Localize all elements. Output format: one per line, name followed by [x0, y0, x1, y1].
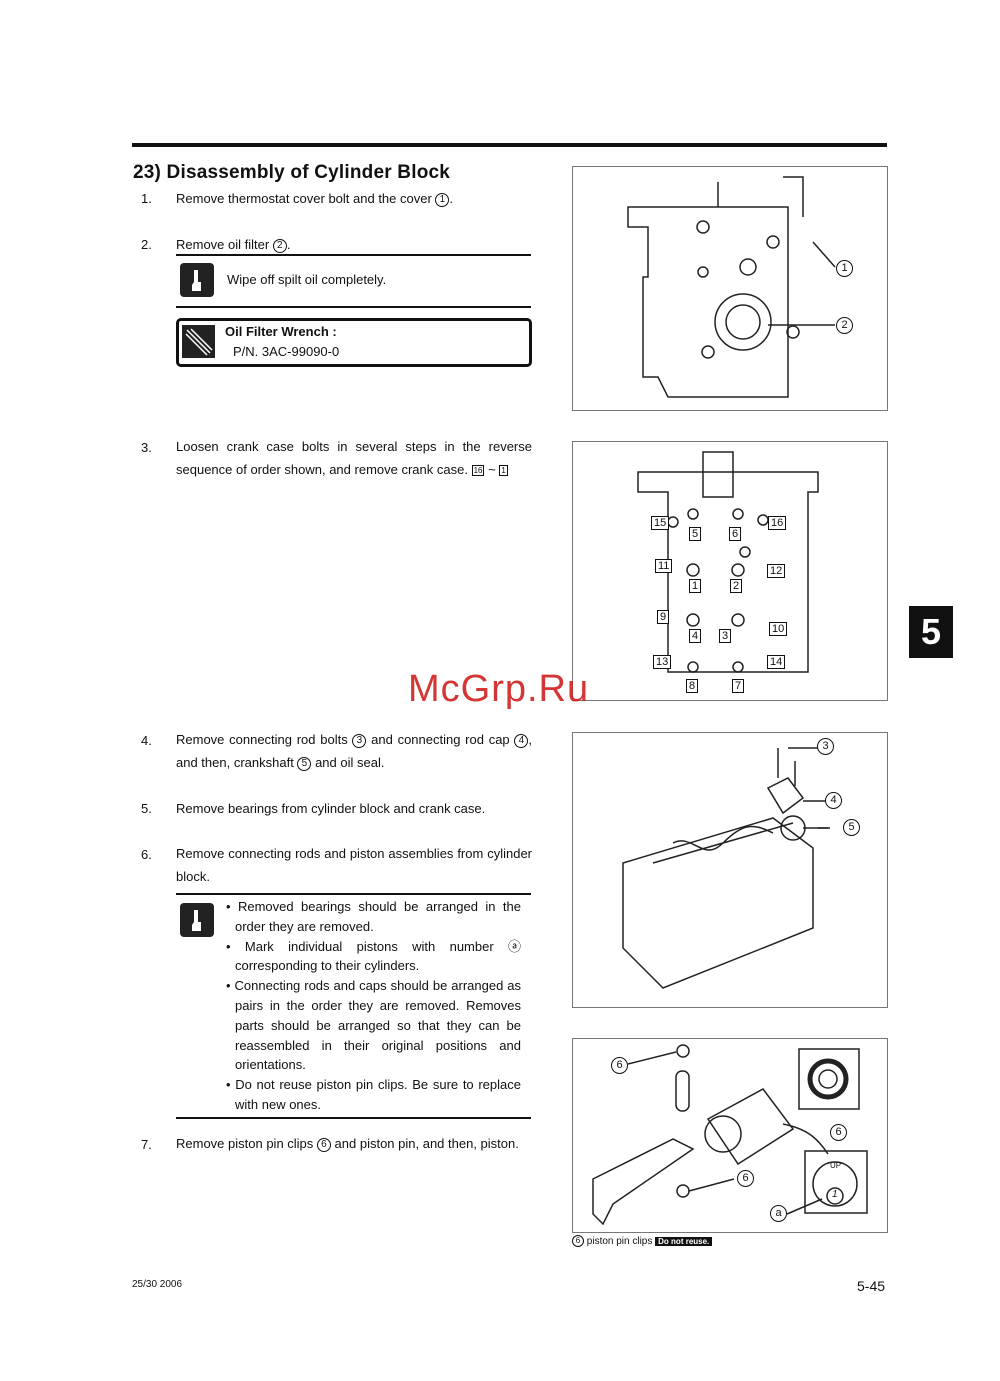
divider [176, 1117, 531, 1119]
bolt-order-label: 4 [689, 629, 702, 643]
figure-caption: 6 piston pin clips Do not reuse. [572, 1235, 713, 1247]
divider [176, 254, 531, 256]
step-7-text: Remove piston pin clips 6 and piston pin… [176, 1136, 519, 1152]
bolt-order-label: 12 [767, 564, 786, 578]
step-5-text: Remove bearings from cylinder block and … [176, 801, 486, 816]
step-number: 4. [141, 733, 152, 748]
cylinder-number: 1 [832, 1189, 838, 1200]
bolt-order-label: 16 [768, 516, 787, 530]
note-item: • Do not reuse piston pin clips. Be sure… [226, 1077, 521, 1112]
bolt-order-label: 2 [730, 579, 743, 593]
step-number: 5. [141, 801, 152, 816]
note-list: • Removed bearings should be arranged in… [226, 897, 521, 1115]
step-number: 1. [141, 191, 152, 206]
piston-illustration [592, 1044, 868, 1226]
caution-hand-icon [180, 263, 214, 297]
special-tool-box: Oil Filter Wrench : P/N. 3AC-99090-0 [176, 318, 532, 367]
step-4-text: Remove connecting rod bolts 3 and connec… [176, 732, 533, 771]
callout-label: 6 [611, 1057, 628, 1074]
bolt-order-label: 11 [655, 559, 673, 573]
step-1-text: Remove thermostat cover bolt and the cov… [176, 191, 454, 207]
caution-hand-icon [180, 903, 214, 937]
tool-name: Oil Filter Wrench : [225, 324, 337, 339]
divider [176, 893, 531, 895]
callout-label: 2 [836, 317, 853, 334]
step-number: 3. [141, 440, 152, 455]
callout-label: 1 [836, 260, 853, 277]
wrench-tool-icon [182, 325, 215, 358]
bolt-order-label: 13 [653, 655, 672, 669]
crankcase-illustration [637, 451, 819, 673]
bolt-order-label: 14 [767, 655, 786, 669]
callout-label: 4 [825, 792, 842, 809]
figure-crankshaft-removal: 3 4 5 [572, 732, 888, 1008]
note-text: Wipe off spilt oil completely. [227, 272, 387, 287]
step-number: 6. [141, 847, 152, 862]
note-item: • Removed bearings should be arranged in… [226, 899, 522, 934]
up-mark: UP [830, 1161, 842, 1170]
bolt-order-label: 10 [769, 622, 788, 636]
callout-label: 5 [843, 819, 860, 836]
step-3-text: Loosen crank case bolts in several steps… [176, 439, 532, 477]
figure-piston-removal: 6 6 6 a UP 1 [572, 1038, 888, 1233]
do-not-reuse-badge: Do not reuse. [655, 1237, 713, 1246]
divider [176, 306, 531, 308]
step-number: 7. [141, 1137, 152, 1152]
note-item: • Mark individual pistons with number ⓐ … [226, 938, 521, 974]
footer-model: 25/30 2006 [132, 1279, 183, 1290]
bolt-order-label: 15 [651, 516, 670, 530]
bolt-order-label: 6 [729, 527, 742, 541]
section-title: 23) Disassembly of Cylinder Block [133, 162, 451, 183]
bolt-order-label: 7 [732, 679, 745, 693]
cylinder-block-illustration [627, 176, 836, 398]
note-item: • Connecting rods and caps should be arr… [226, 978, 521, 1073]
watermark: McGrp.Ru [408, 668, 590, 710]
tool-part-number: P/N. 3AC-99090-0 [233, 344, 340, 359]
page-number: 5-45 [857, 1278, 886, 1294]
callout-label: 6 [830, 1124, 847, 1141]
bolt-order-label: 9 [657, 610, 670, 624]
step-2-text: Remove oil filter 2. [176, 237, 291, 253]
bolt-order-label: 5 [689, 527, 702, 541]
crankshaft-illustration [622, 747, 830, 989]
chapter-tab: 5 [909, 606, 953, 658]
callout-label: a [770, 1205, 787, 1222]
figure-crankcase-bolt-order: 15 5 6 16 11 1 2 12 9 4 3 10 13 14 8 7 [572, 441, 888, 701]
top-rule [132, 143, 887, 147]
step-6-text: Remove connecting rods and piston assemb… [176, 846, 532, 884]
bolt-order-label: 3 [719, 629, 732, 643]
callout-label: 3 [817, 738, 834, 755]
step-number: 2. [141, 237, 152, 252]
figure-thermostat-oil-filter: 1 2 [572, 166, 888, 411]
callout-label: 6 [737, 1170, 754, 1187]
bolt-order-label: 8 [686, 679, 699, 693]
bolt-order-label: 1 [689, 579, 702, 593]
